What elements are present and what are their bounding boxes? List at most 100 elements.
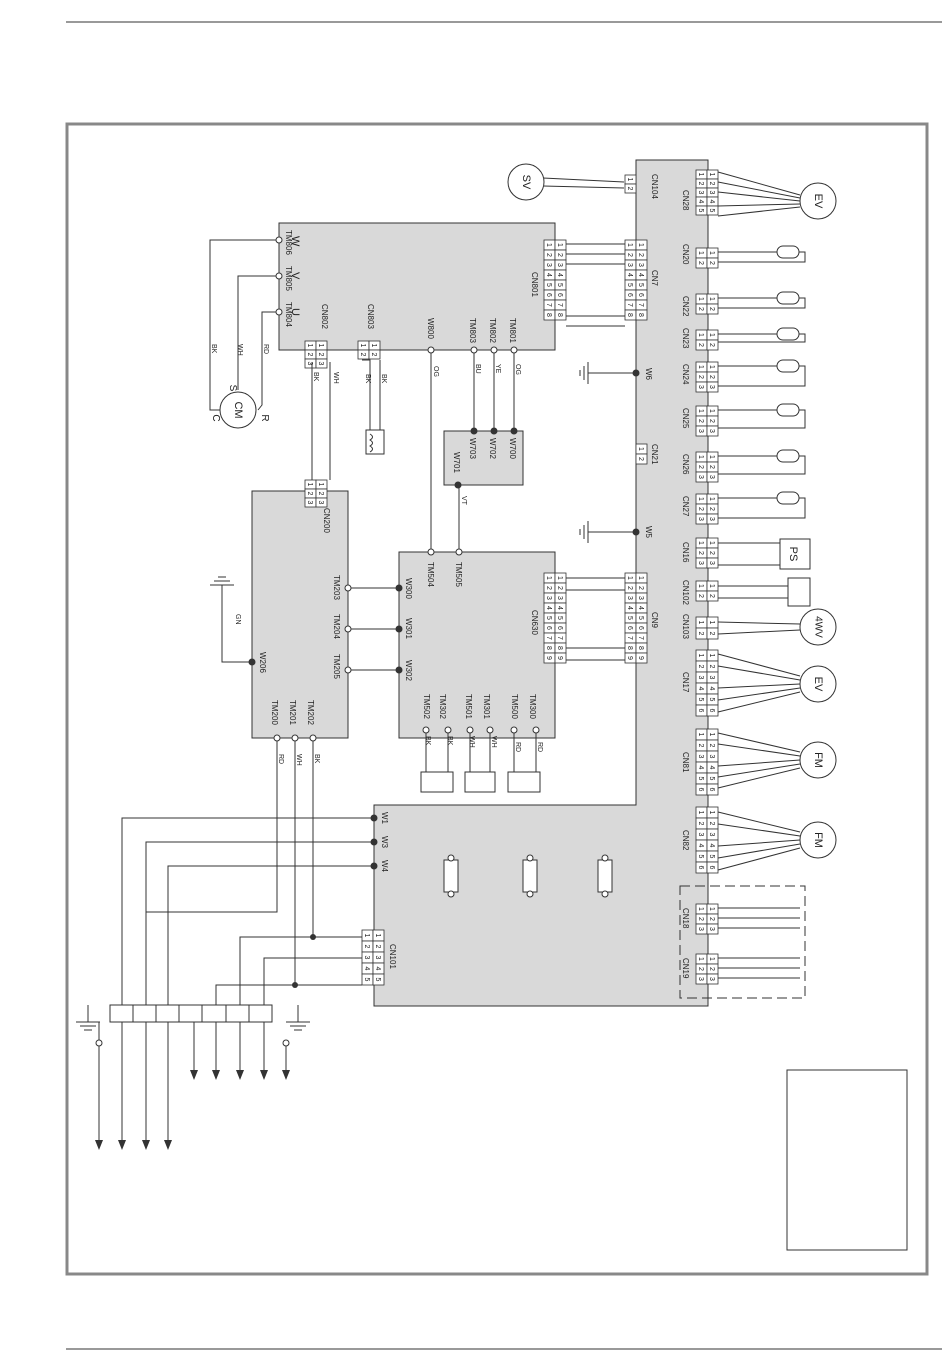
svg-text:CN81: CN81	[681, 752, 690, 773]
pin-number: 3	[545, 263, 552, 267]
crankcase-heater	[787, 577, 811, 607]
svg-text:TM801: TM801	[508, 318, 517, 343]
pin-number: 6	[697, 866, 704, 870]
pin-number: 3	[697, 475, 704, 479]
pin-number: 4	[708, 766, 715, 770]
pin-number: 3	[545, 596, 552, 600]
pin-number: 3	[363, 956, 370, 960]
pin-number: 1	[626, 178, 633, 182]
pin-number: 4	[626, 606, 633, 610]
svg-text:TM504: TM504	[426, 562, 435, 587]
pin-number: 4	[545, 606, 552, 610]
pin-number: 4	[545, 273, 552, 277]
reactor-box	[443, 430, 524, 486]
pin-number: 1	[626, 576, 633, 580]
pin-number: 7	[556, 636, 563, 640]
pin-number: 1	[556, 576, 563, 580]
pin-number: 2	[363, 945, 370, 949]
pin-number: 1	[697, 365, 704, 369]
pin-number: 1	[708, 297, 715, 301]
cm-terminal-r: R	[259, 414, 270, 421]
svg-text:BK: BK	[364, 374, 371, 384]
ps-label: PS	[787, 547, 799, 562]
pin-block-cn104: 12	[624, 174, 637, 194]
svg-text:VT: VT	[460, 496, 467, 506]
svg-text:CN25: CN25	[681, 408, 690, 429]
pin-number: 5	[374, 978, 381, 982]
pin-number: 3	[374, 956, 381, 960]
pin-number: 1	[637, 447, 644, 451]
pin-number: 1	[697, 541, 704, 545]
pin-number: 3	[708, 191, 715, 195]
svg-text:TM501: TM501	[464, 694, 473, 719]
svg-text:TM203: TM203	[332, 575, 341, 600]
pin-number: 3	[697, 755, 704, 759]
pin-number: 8	[637, 313, 644, 317]
svg-text:W701: W701	[452, 452, 461, 473]
pin-number: 2	[359, 353, 366, 357]
pin-number: 1	[317, 483, 324, 487]
svg-text:TM202: TM202	[306, 700, 315, 725]
pin-number: 7	[637, 636, 644, 640]
fan-motor-1	[799, 741, 837, 779]
pin-number: 2	[708, 594, 715, 598]
pin-number: 1	[708, 333, 715, 337]
pin-block-cn21: 12	[635, 443, 648, 465]
pin-number: 4	[708, 200, 715, 204]
svg-text:WH: WH	[295, 754, 302, 766]
pin-number: 3	[697, 517, 704, 521]
pin-number: 4	[556, 273, 563, 277]
fourwv-label: 4WV	[812, 616, 823, 638]
heater-icon	[420, 771, 541, 793]
heater-icon	[365, 429, 385, 455]
svg-text:TM502: TM502	[422, 694, 431, 719]
pin-number: 2	[637, 253, 644, 257]
pin-number: 7	[637, 303, 644, 307]
filter-board-labels: CN630 TM504 TM505 W300 W301 W302 TM502 T…	[404, 562, 539, 719]
ev-motor-mid	[799, 665, 837, 703]
pin-number: 1	[697, 811, 704, 815]
pin-number: 5	[363, 978, 370, 982]
pin-number: 6	[637, 626, 644, 630]
pin-number: 1	[359, 344, 366, 348]
svg-text:W800: W800	[426, 318, 435, 339]
pin-number: 3	[708, 755, 715, 759]
pin-number: 1	[697, 297, 704, 301]
pin-number: 9	[556, 656, 563, 660]
pin-number: 4	[626, 273, 633, 277]
svg-text:CN7: CN7	[650, 270, 659, 287]
sv-motor	[507, 163, 545, 201]
pin-number: 1	[708, 541, 715, 545]
pin-number: 9	[626, 656, 633, 660]
pin-number: 2	[697, 375, 704, 379]
fourwv-valve	[799, 608, 837, 646]
thermistor-icon	[776, 245, 800, 505]
pin-number: 4	[363, 967, 370, 971]
pin-number: 3	[306, 362, 313, 366]
svg-text:RD: RD	[514, 742, 521, 752]
pin-number: 1	[637, 243, 644, 247]
svg-text:W700: W700	[508, 438, 517, 459]
svg-text:W3: W3	[380, 836, 389, 849]
power-board	[251, 490, 349, 739]
pin-number: 8	[545, 646, 552, 650]
filter-board	[398, 551, 556, 739]
sv-label: SV	[520, 175, 532, 190]
pin-number: 1	[708, 733, 715, 737]
pin-number: 9	[545, 656, 552, 660]
pin-number: 1	[708, 811, 715, 815]
svg-text:TM302: TM302	[438, 694, 447, 719]
cm-label: CM	[232, 401, 244, 418]
pin-number: 1	[370, 344, 377, 348]
svg-text:CN26: CN26	[681, 454, 690, 475]
cm-terminal-s: S	[227, 385, 238, 392]
svg-text:CN801: CN801	[530, 272, 539, 297]
svg-text:BK: BK	[446, 736, 453, 746]
